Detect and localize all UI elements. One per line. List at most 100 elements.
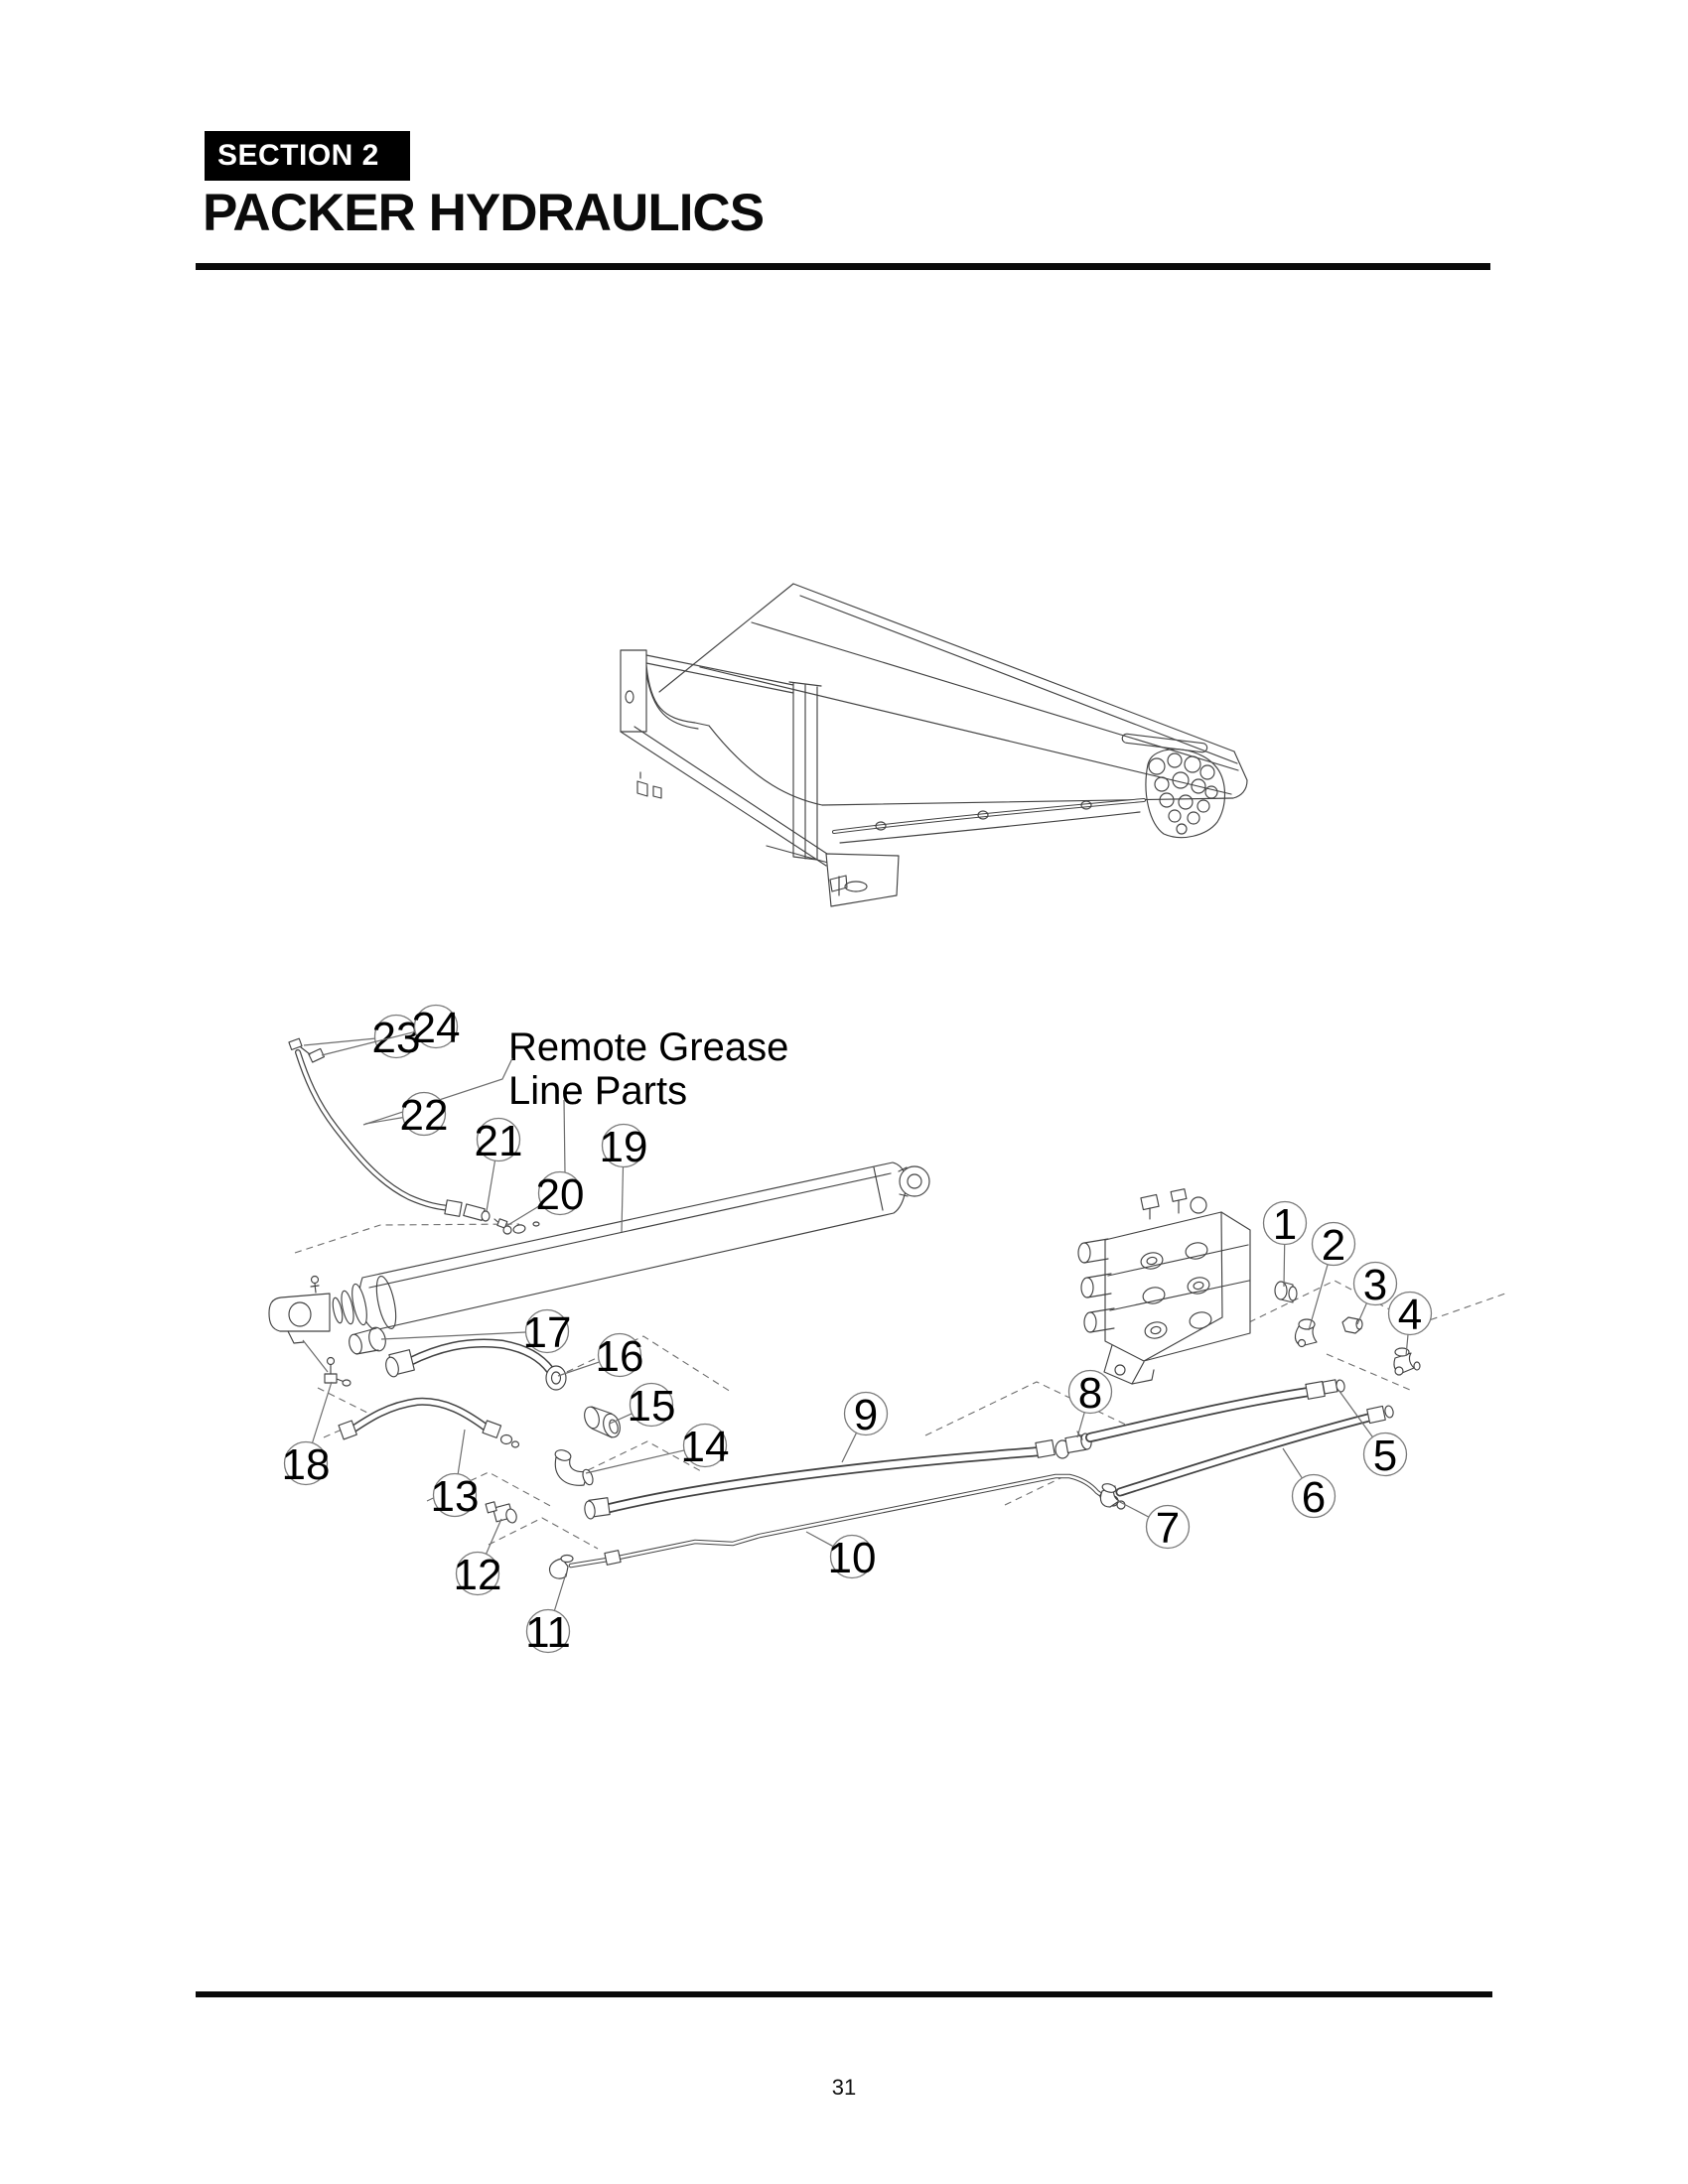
callout-8: 8 [1067, 1369, 1113, 1438]
callout-circle-13 [432, 1472, 478, 1518]
callout-circle-21 [476, 1117, 521, 1162]
figure-note-line2: Line Parts [508, 1069, 687, 1113]
callout-leader-24 [321, 1030, 416, 1056]
section-badge-label: SECTION 2 [217, 139, 379, 172]
callout-7: 7 [1117, 1500, 1191, 1553]
body-valve-cluster [1145, 749, 1226, 839]
callout-circle-24 [413, 1004, 459, 1049]
callout-16: 16 [557, 1332, 644, 1381]
callout-14: 14 [585, 1423, 730, 1474]
callout-leader-14 [585, 1449, 685, 1474]
callout-circle-16 [597, 1332, 642, 1378]
callout-number-7: 7 [1156, 1504, 1180, 1553]
callout-leader-21 [486, 1160, 496, 1212]
callout-6: 6 [1282, 1447, 1336, 1522]
callout-leader-18 [311, 1381, 333, 1443]
callout-circle-22 [401, 1091, 447, 1137]
callout-leader-15 [609, 1413, 633, 1425]
callout-13: 13 [431, 1429, 480, 1521]
callout-leader-5 [1337, 1389, 1373, 1437]
callout-number-3: 3 [1363, 1261, 1387, 1309]
callout-9: 9 [841, 1391, 889, 1463]
remote-grease-line-illustration [288, 1037, 512, 1235]
callout-circle-17 [524, 1308, 570, 1354]
bottom-rule [196, 1991, 1492, 1997]
control-valve-illustration [1077, 1188, 1421, 1385]
callout-circle-14 [682, 1423, 728, 1468]
callout-leader-2 [1308, 1264, 1329, 1331]
callout-circle-18 [283, 1440, 329, 1486]
callout-leader-23 [303, 1037, 375, 1046]
callout-circle-19 [601, 1123, 646, 1168]
callout-leader-4 [1405, 1334, 1409, 1357]
callout-leader-22 [364, 1117, 403, 1125]
callout-number-12: 12 [454, 1551, 502, 1599]
callout-24: 24 [321, 1004, 460, 1056]
callout-17: 17 [380, 1308, 572, 1357]
callout-1: 1 [1262, 1200, 1308, 1288]
callout-number-16: 16 [596, 1332, 644, 1381]
page-title: PACKER HYDRAULICS [203, 184, 765, 242]
callout-5: 5 [1337, 1389, 1408, 1480]
callout-circle-9 [843, 1391, 889, 1436]
callout-leader-13 [457, 1429, 466, 1474]
callout-leader-20 [505, 1203, 543, 1227]
callout-number-2: 2 [1322, 1221, 1345, 1270]
callout-number-18: 18 [282, 1440, 331, 1489]
callout-2: 2 [1308, 1221, 1356, 1331]
callout-number-13: 13 [431, 1472, 480, 1521]
callout-circle-2 [1311, 1221, 1356, 1267]
callout-circle-15 [629, 1382, 674, 1428]
callout-10: 10 [805, 1531, 877, 1582]
callout-circle-11 [525, 1608, 571, 1654]
callout-leader-11 [553, 1572, 567, 1611]
callout-number-14: 14 [681, 1423, 730, 1471]
callout-leader-7 [1117, 1500, 1150, 1518]
cylinder-hose-group-illustration [324, 1326, 621, 1524]
callout-circle-4 [1387, 1291, 1433, 1336]
callout-number-23: 23 [372, 1014, 421, 1062]
callout-number-20: 20 [536, 1170, 585, 1219]
callout-leader-6 [1282, 1447, 1303, 1479]
callout-circle-3 [1352, 1261, 1398, 1306]
callout-number-8: 8 [1078, 1369, 1102, 1418]
callout-number-4: 4 [1398, 1291, 1422, 1339]
callout-circle-20 [537, 1170, 583, 1216]
callout-19: 19 [600, 1123, 648, 1233]
callout-number-9: 9 [854, 1391, 878, 1439]
callout-number-22: 22 [400, 1091, 449, 1140]
callout-3: 3 [1352, 1261, 1398, 1325]
callout-number-15: 15 [628, 1382, 676, 1431]
callout-21: 21 [475, 1117, 523, 1212]
callout-number-10: 10 [828, 1534, 877, 1582]
long-lines-illustration [548, 1431, 1119, 1579]
callout-4: 4 [1387, 1291, 1433, 1357]
section-badge: SECTION 2 [205, 131, 410, 181]
callout-circle-7 [1145, 1504, 1191, 1550]
callout-leader-19 [621, 1166, 625, 1233]
page-number: 31 [831, 2075, 857, 2100]
callout-leader-8 [1076, 1412, 1085, 1438]
callout-number-11: 11 [525, 1608, 571, 1657]
callout-leader-3 [1356, 1302, 1367, 1325]
figure-note-line1: Remote Grease [508, 1025, 788, 1069]
callout-circle-8 [1067, 1369, 1113, 1415]
callout-number-19: 19 [600, 1123, 648, 1171]
valve-hoses-illustration [1085, 1379, 1394, 1510]
note-leader-2 [563, 1099, 566, 1173]
callout-number-6: 6 [1302, 1473, 1326, 1522]
callout-leader-17 [380, 1331, 526, 1340]
callout-number-1: 1 [1273, 1200, 1297, 1249]
callout-22: 22 [364, 1091, 449, 1140]
callout-11: 11 [525, 1572, 571, 1657]
callout-circle-5 [1362, 1432, 1408, 1477]
truck-body-illustration [620, 583, 1248, 907]
callout-number-21: 21 [475, 1117, 523, 1165]
hydraulic-cylinder-illustration [268, 1161, 930, 1373]
callout-12: 12 [454, 1518, 502, 1599]
callout-leader-10 [805, 1531, 834, 1548]
callout-number-17: 17 [523, 1308, 572, 1357]
